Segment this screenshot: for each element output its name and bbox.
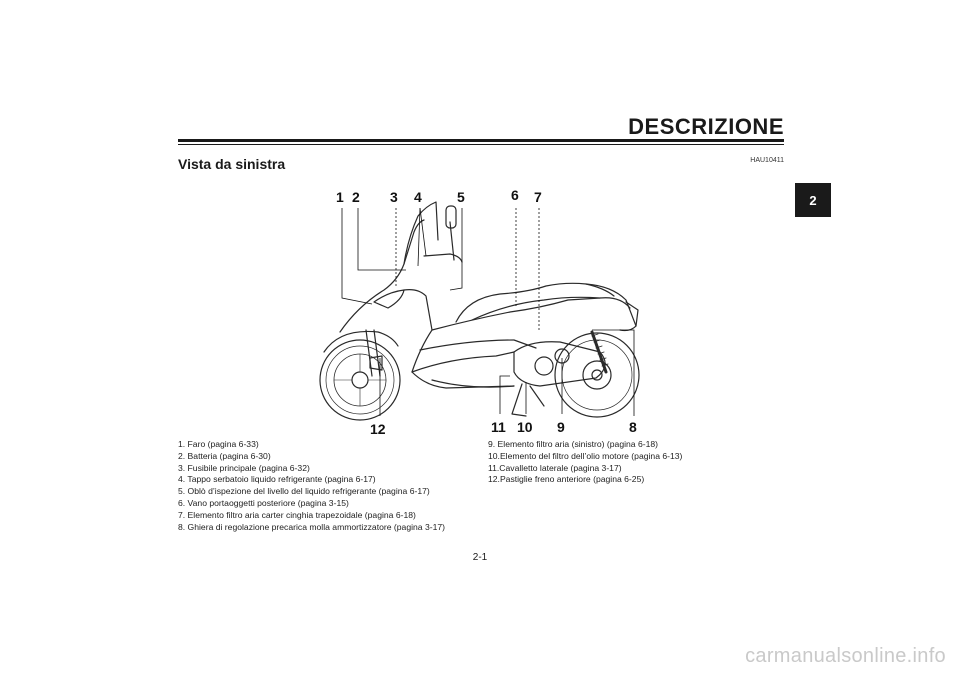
legend-item: 9. Elemento filtro aria (sinistro) (pagi… (488, 439, 659, 449)
belt-case (513, 341, 606, 387)
callout-7: 7 (534, 189, 542, 205)
legend-right: 9. Elemento filtro aria (sinistro) (pagi… (488, 439, 788, 486)
callout-5: 5 (457, 189, 465, 205)
callout-12: 12 (370, 421, 386, 437)
headlight (373, 289, 405, 309)
legend-left: 1. Faro (pagina 6-33) 2. Batteria (pagin… (178, 439, 478, 533)
clutch-cover (534, 356, 554, 376)
page-subtitle: Vista da sinistra (178, 156, 286, 172)
legend-item: 6. Vano portaoggetti posteriore (pagina … (178, 497, 349, 508)
legend-item: 7. Elemento filtro aria carter cinghia t… (178, 509, 416, 520)
legend-item: 1. Faro (pagina 6-33) (178, 439, 259, 449)
callout-2: 2 (352, 189, 360, 205)
section-title: DESCRIZIONE (628, 114, 784, 139)
mirror-glass (445, 205, 457, 229)
seat-edge (471, 296, 601, 321)
handlebar (423, 253, 463, 263)
rear-body (585, 283, 637, 332)
taillight (625, 301, 639, 327)
legend-item: 11.Cavalletto laterale (pagina 3-17) (488, 462, 622, 473)
callout-10: 10 (517, 419, 533, 435)
callout-6: 6 (511, 187, 519, 203)
scooter-illustration: 1 2 3 4 5 6 7 8 9 10 11 12 (319, 187, 640, 437)
front-brake-caliper (369, 355, 383, 371)
legend-item: 10.Elemento del filtro dell’olio motore … (488, 450, 683, 461)
reference-code: HAU10411 (750, 157, 784, 164)
legend-item: 2. Batteria (pagina 6-30) (178, 450, 271, 461)
header-rule-thin (178, 144, 784, 145)
legend-item: 3. Fusibile principale (pagina 6-32) (178, 462, 310, 473)
callout-8: 8 (629, 419, 637, 435)
front-shield (339, 219, 425, 333)
side-stand (511, 383, 545, 417)
page-number: 2-1 (472, 552, 488, 563)
callout-3: 3 (390, 189, 398, 205)
side-panel-lower (419, 339, 537, 351)
side-panel (431, 297, 631, 331)
callout-9: 9 (557, 419, 565, 435)
underside (411, 371, 515, 389)
scooter-figure: 1 2 3 4 5 6 7 8 9 10 11 12 (300, 180, 660, 438)
callout-4: 4 (414, 189, 422, 205)
legend-item: 4. Tappo serbatoio liquido refrigerante … (178, 474, 376, 485)
seat (455, 282, 615, 323)
legend-item: 12.Pastiglie freno anteriore (pagina 6-2… (488, 474, 645, 485)
legend-item: 5. Oblò d’ispezione del livello del liqu… (178, 486, 430, 497)
watermark: carmanualsonline.info (745, 645, 946, 667)
windscreen (403, 201, 439, 265)
callout-1: 1 (336, 189, 344, 205)
leg-shield (403, 289, 433, 373)
front-mudguard (323, 330, 399, 353)
header-rule-thick (178, 139, 784, 142)
chapter-tab[interactable]: 2 (795, 183, 831, 217)
legend-item: 8. Ghiera di regolazione precarica molla… (178, 521, 446, 532)
callout-11: 11 (491, 419, 506, 435)
front-wheel (319, 339, 401, 421)
floorboard (411, 351, 515, 373)
